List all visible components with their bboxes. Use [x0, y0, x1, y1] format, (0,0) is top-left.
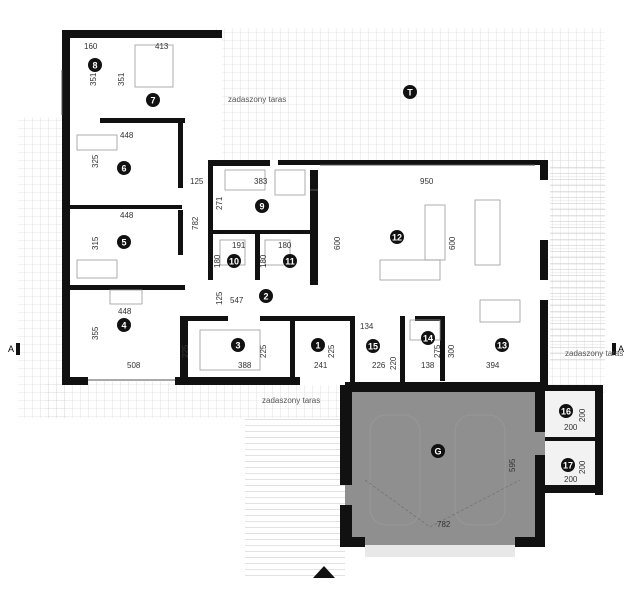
- walls: [62, 30, 603, 547]
- room-marker-6: 6: [117, 161, 131, 175]
- room-number-6: 6: [121, 164, 126, 174]
- dim-label: 315: [91, 236, 100, 250]
- room-marker-11: 11: [283, 254, 297, 268]
- room-number-12: 12: [392, 233, 402, 243]
- dim-label: 200: [564, 423, 578, 432]
- furniture: [76, 44, 521, 526]
- dim-label: 138: [421, 361, 435, 370]
- dim-label: 351: [117, 72, 126, 86]
- room-number-4: 4: [121, 321, 126, 331]
- windows: [61, 70, 535, 381]
- dim-label: 595: [508, 458, 517, 472]
- room-marker-8: 8: [88, 58, 102, 72]
- terrace-grid: [18, 28, 605, 580]
- dim-label: 383: [254, 177, 268, 186]
- dimension-labels: 160 413 351 351 448 325 125 383 271 782 …: [84, 42, 587, 529]
- room-number-16: 16: [561, 407, 571, 417]
- room-numbers: 1 2 3 4 5 6 7 8 9 10 11 12 13 14 15 16 1…: [88, 58, 575, 472]
- dim-label: 134: [360, 322, 374, 331]
- dim-label: 782: [437, 520, 451, 529]
- north-arrow-icon: [313, 566, 335, 578]
- dim-label: 600: [448, 236, 457, 250]
- room-number-1: 1: [315, 341, 320, 351]
- dim-label: 191: [232, 241, 246, 250]
- room-marker-garage: G: [431, 444, 445, 458]
- dim-label: 325: [91, 154, 100, 168]
- room-marker-2: 2: [259, 289, 273, 303]
- room-number-15: 15: [368, 342, 378, 352]
- room-number-14: 14: [423, 334, 433, 344]
- dim-label: 388: [238, 361, 252, 370]
- room-number-17: 17: [563, 461, 573, 471]
- section-marker-right: A: [618, 344, 624, 354]
- terrace-label-top: zadaszony taras: [228, 95, 286, 104]
- dim-label: 271: [215, 196, 224, 210]
- dim-label: 300: [447, 344, 456, 358]
- dim-label: 241: [314, 361, 328, 370]
- room-marker-14: 14: [421, 331, 435, 345]
- dim-label: 547: [230, 296, 244, 305]
- dim-label: 351: [89, 72, 98, 86]
- dim-label: 950: [420, 177, 434, 186]
- room-marker-16: 16: [559, 404, 573, 418]
- room-number-terrace: T: [407, 88, 413, 98]
- section-marker-left: A: [8, 344, 14, 354]
- room-number-13: 13: [497, 341, 507, 351]
- dim-label: 448: [120, 211, 134, 220]
- dim-label: 226: [372, 361, 386, 370]
- garage-floor: [345, 385, 545, 547]
- garage-ramp: [365, 545, 515, 557]
- room-marker-5: 5: [117, 235, 131, 249]
- dim-label: 200: [578, 408, 587, 422]
- dim-label: 180: [278, 241, 292, 250]
- dim-label: 355: [91, 326, 100, 340]
- room-number-11: 11: [285, 257, 295, 267]
- dim-label: 180: [259, 254, 268, 268]
- terrace-label-bottom: zadaszony taras: [262, 396, 320, 405]
- dim-label: 225: [181, 344, 190, 358]
- dim-label: 448: [120, 131, 134, 140]
- dim-label: 275: [433, 344, 442, 358]
- room-number-7: 7: [150, 96, 155, 106]
- terrace-label-right: zadaszony taras: [565, 349, 623, 358]
- room-number-3: 3: [235, 341, 240, 351]
- room-marker-1: 1: [311, 338, 325, 352]
- dim-label: 394: [486, 361, 500, 370]
- room-marker-10: 10: [227, 254, 241, 268]
- dim-label: 160: [84, 42, 98, 51]
- room-number-8: 8: [92, 61, 97, 71]
- room-marker-17: 17: [561, 458, 575, 472]
- dim-label: 125: [190, 177, 204, 186]
- dim-label: 200: [564, 475, 578, 484]
- room-marker-9: 9: [255, 199, 269, 213]
- room-number-2: 2: [263, 292, 268, 302]
- room-number-10: 10: [229, 257, 239, 267]
- dim-label: 225: [259, 344, 268, 358]
- dim-label: 125: [215, 291, 224, 305]
- dim-label: 782: [191, 216, 200, 230]
- garage-parking-lines: [364, 479, 521, 528]
- dim-label: 180: [213, 254, 222, 268]
- room-number-9: 9: [259, 202, 264, 212]
- room-number-garage: G: [434, 447, 441, 457]
- room-marker-4: 4: [117, 318, 131, 332]
- dim-label: 448: [118, 307, 132, 316]
- section-line-left: [16, 343, 20, 355]
- dim-label: 200: [578, 460, 587, 474]
- room-marker-12: 12: [390, 230, 404, 244]
- dim-label: 225: [327, 344, 336, 358]
- room-marker-15: 15: [366, 339, 380, 353]
- room-marker-terrace: T: [403, 85, 417, 99]
- room-marker-13: 13: [495, 338, 509, 352]
- room-marker-7: 7: [146, 93, 160, 107]
- dim-label: 600: [333, 236, 342, 250]
- room-number-5: 5: [121, 238, 126, 248]
- dim-label: 413: [155, 42, 169, 51]
- room-marker-3: 3: [231, 338, 245, 352]
- dim-label: 508: [127, 361, 141, 370]
- dim-label: 220: [389, 356, 398, 370]
- section-line-right: [612, 343, 616, 355]
